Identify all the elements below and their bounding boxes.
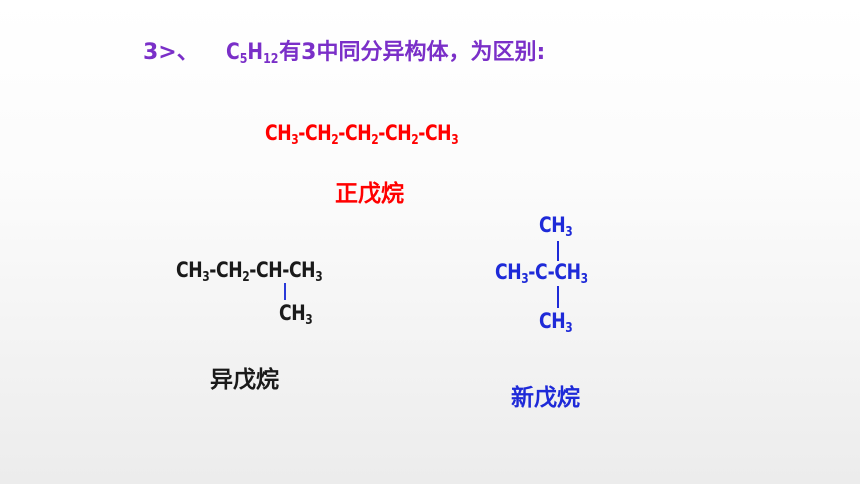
bond: - <box>298 121 305 145</box>
neopentane-bottom: CH3 <box>539 309 573 336</box>
n-pentane-group-1: CH3 <box>265 121 299 148</box>
bond: - <box>418 121 425 145</box>
isopentane-branch: CH3 <box>279 301 313 328</box>
isopentane-name: 异戊烷 <box>210 367 279 393</box>
neopentane-name: 新戊烷 <box>511 385 580 411</box>
n-pentane-group-2: CH2 <box>304 121 339 148</box>
n-pentane-formula: CH3-CH2-CH2-CH2-CH3 <box>265 121 459 148</box>
n-pentane-name: 正戊烷 <box>335 181 404 207</box>
isopentane-group-4: CH3 <box>288 258 323 285</box>
heading-prefix: 3>、 <box>143 40 199 65</box>
bond: - <box>547 260 555 284</box>
neopentane-top-bond <box>557 241 559 261</box>
bond: - <box>209 258 216 282</box>
n-pentane-group-5: CH3 <box>424 121 459 148</box>
neopentane-middle: CH3-C-CH3 <box>495 260 588 287</box>
isopentane-formula: CH3-CH2-CH-CH3 <box>176 258 323 285</box>
slide-heading: 3>、 C5H12有3中同分异构体，为区别: <box>143 34 545 67</box>
isopentane-group-3: CH <box>255 258 283 282</box>
n-pentane-group-4: CH2 <box>384 121 419 148</box>
bond: - <box>528 260 535 284</box>
heading-formula: C5H12 <box>226 40 279 67</box>
neopentane-center: C <box>534 260 548 284</box>
isopentane-group-1: CH3 <box>176 258 210 285</box>
neopentane-left: CH3 <box>495 260 529 287</box>
bond: - <box>378 121 385 145</box>
neopentane-top: CH3 <box>539 213 573 240</box>
neopentane-right: CH3 <box>554 260 588 287</box>
isopentane-branch-bond <box>284 283 286 300</box>
n-pentane-group-3: CH2 <box>344 121 379 148</box>
bond: - <box>249 258 256 282</box>
bond: - <box>282 258 289 282</box>
heading-text: 有3中同分异构体，为区别: <box>279 40 546 65</box>
isopentane-group-2: CH2 <box>215 258 250 285</box>
bond: - <box>338 121 345 145</box>
neopentane-bottom-bond <box>557 286 559 308</box>
